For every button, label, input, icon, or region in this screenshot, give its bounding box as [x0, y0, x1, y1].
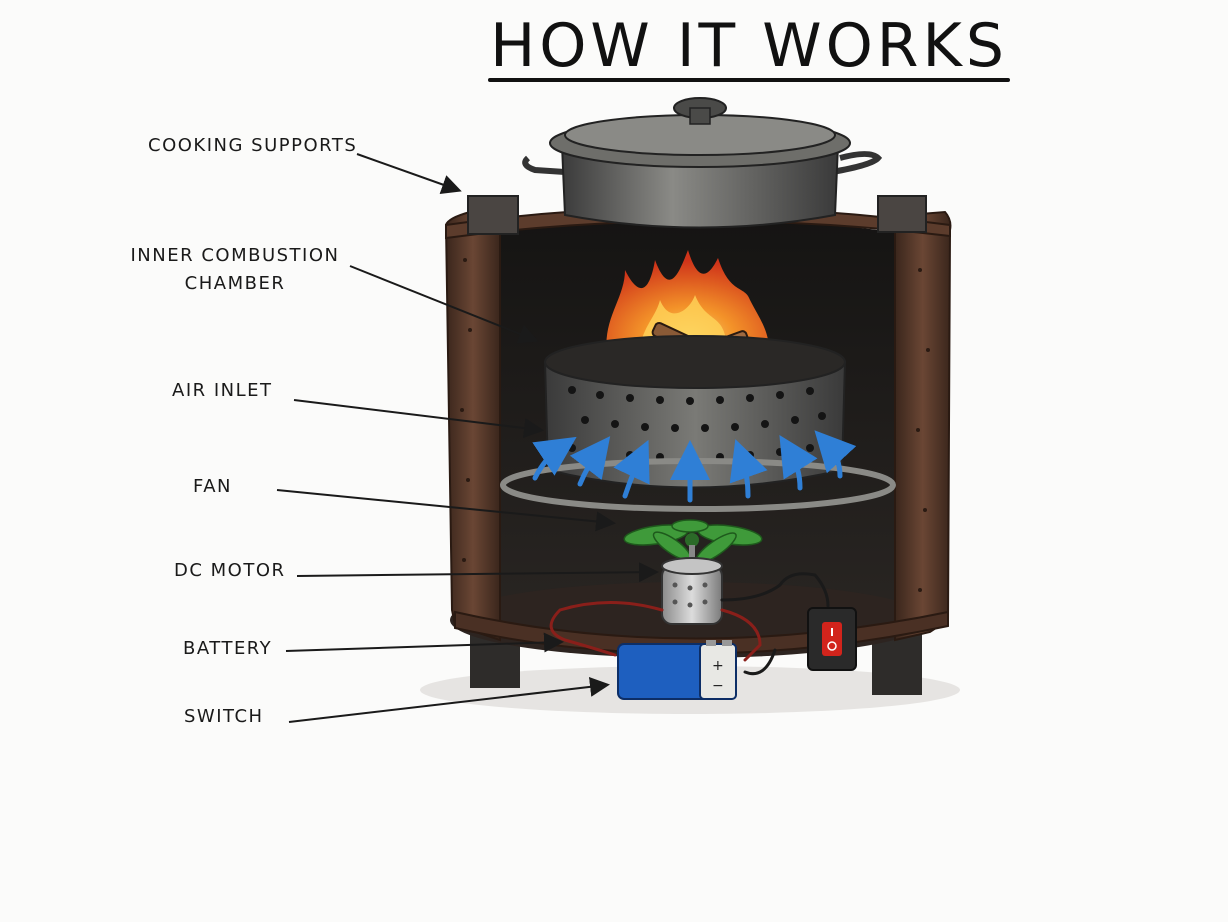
label-switch: SWITCH [184, 706, 264, 727]
svg-text:−: − [712, 678, 724, 694]
title-underline [488, 78, 1010, 82]
label-cooking-supports: COOKING SUPPORTS [148, 135, 358, 156]
label-inner-combustion-line2: CHAMBER [184, 273, 286, 294]
right-outer-wall [894, 210, 952, 642]
battery: + − [617, 640, 737, 700]
label-inner-combustion-line1: INNER COMBUSTION [130, 245, 340, 266]
leader-lines [276, 153, 659, 723]
power-switch [807, 607, 857, 671]
right-cooking-support [877, 195, 927, 233]
wiring [549, 572, 830, 676]
left-cooking-support [467, 195, 519, 235]
motor-shaft [689, 545, 695, 567]
diagram-title: HOW IT WORKS [490, 11, 1008, 81]
leader-inner-combustion-chamber [349, 265, 539, 344]
wall-rivets [460, 258, 930, 592]
leader-dc-motor [296, 562, 659, 583]
fan-blades [623, 519, 763, 564]
leader-switch [288, 676, 610, 723]
airflow-arrows [532, 430, 857, 503]
leader-fan [276, 489, 616, 532]
label-fan: FAN [193, 476, 232, 497]
fan-hub [685, 533, 699, 547]
label-dc-motor: DC MOTOR [174, 560, 286, 581]
dc-motor [661, 557, 723, 625]
leader-cooking-supports [356, 153, 462, 195]
leader-battery [285, 632, 564, 653]
label-battery: BATTERY [183, 638, 273, 659]
label-air-inlet: AIR INLET [172, 380, 273, 401]
leader-air-inlet [293, 399, 544, 438]
label-inner-combustion-chamber: INNER COMBUSTION CHAMBER [120, 242, 350, 298]
cooking-pot [522, 97, 883, 229]
left-outer-wall [444, 210, 501, 642]
svg-text:+: + [712, 658, 724, 674]
